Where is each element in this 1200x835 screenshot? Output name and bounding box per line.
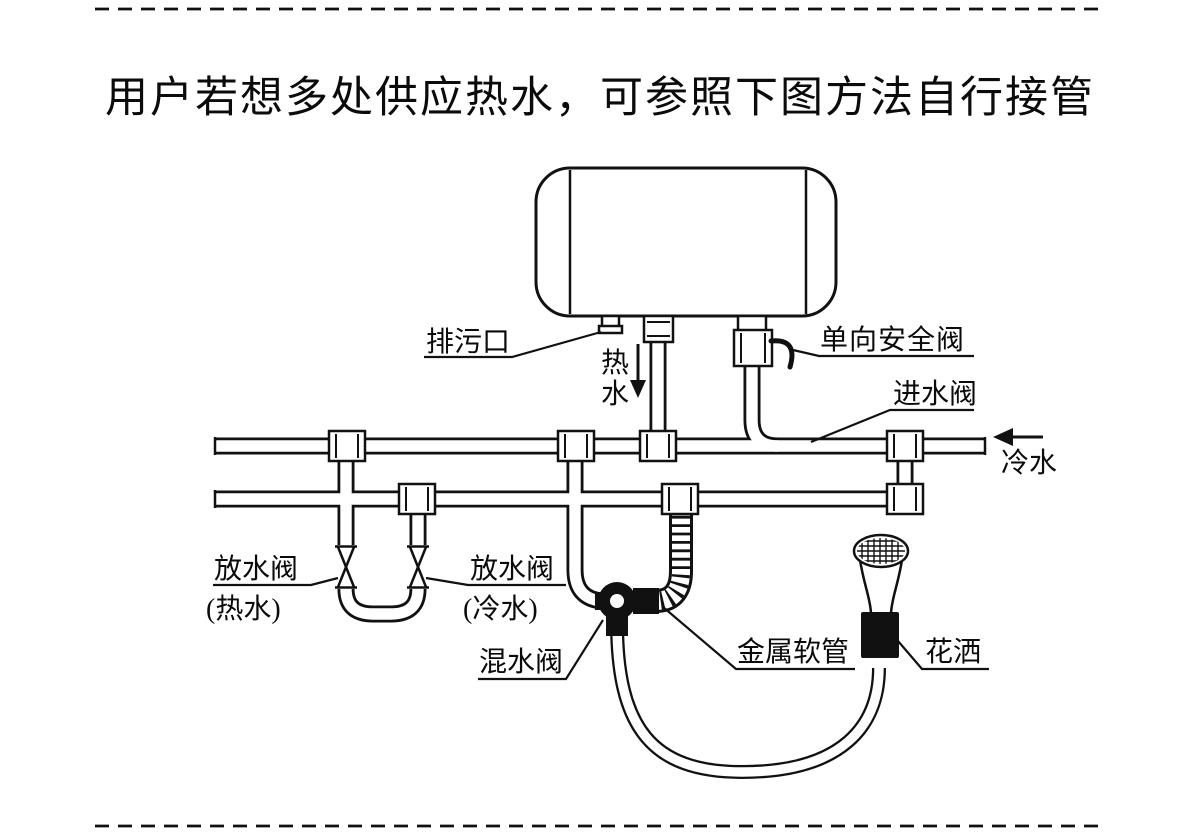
- water-heater-tank: [534, 166, 838, 318]
- label-drain-outlet: 排污口: [426, 327, 511, 358]
- drain-valve-cold-symbol: [407, 545, 429, 589]
- label-hot-water: 热水: [601, 348, 630, 410]
- safety-valve: [732, 314, 795, 370]
- drain-valve-hot-symbol: [335, 545, 357, 589]
- mixing-valve: [595, 582, 659, 636]
- leader-inlet-valve: [810, 408, 974, 444]
- label-metal-hose: 金属软管: [737, 637, 850, 668]
- page-title: 用户若想多处供应热水，可参照下图方法自行接管: [105, 75, 1095, 122]
- leader-drain-valve-hot: [213, 576, 339, 587]
- label-mixing-valve: 混水阀: [479, 647, 564, 678]
- drain-outlet-stub: [597, 314, 624, 335]
- pipe-end-caps: [213, 437, 987, 508]
- pipe-fittings: [327, 429, 925, 516]
- label-cold-water: 冷水: [1001, 448, 1058, 479]
- label-safety-valve: 单向安全阀: [820, 325, 966, 356]
- shower-head: [852, 533, 910, 658]
- label-drain-valve-hot: 放水阀: [214, 554, 299, 585]
- leader-drain-valve-cold: [425, 576, 566, 587]
- cold-water-flow-arrow: [993, 428, 1043, 446]
- leader-safety-valve: [792, 348, 974, 358]
- hot-outlet-union: [642, 314, 675, 344]
- leader-lines: [213, 330, 989, 681]
- leader-mixing-valve: [478, 619, 604, 681]
- label-drain-valve-cold-sub: (冷水): [463, 594, 538, 625]
- safety-valve-lever: [768, 338, 795, 370]
- label-drain-valve-hot-sub: (热水): [206, 594, 281, 625]
- hot-water-flow-arrow: [630, 344, 646, 398]
- label-drain-valve-cold: 放水阀: [470, 554, 555, 585]
- shower-grip: [861, 612, 899, 658]
- label-inlet-valve: 进水阀: [893, 379, 978, 410]
- leader-drain-outlet: [424, 330, 602, 359]
- leader-shower: [897, 640, 989, 671]
- label-shower: 花洒: [925, 637, 982, 668]
- leader-metal-hose: [662, 606, 855, 671]
